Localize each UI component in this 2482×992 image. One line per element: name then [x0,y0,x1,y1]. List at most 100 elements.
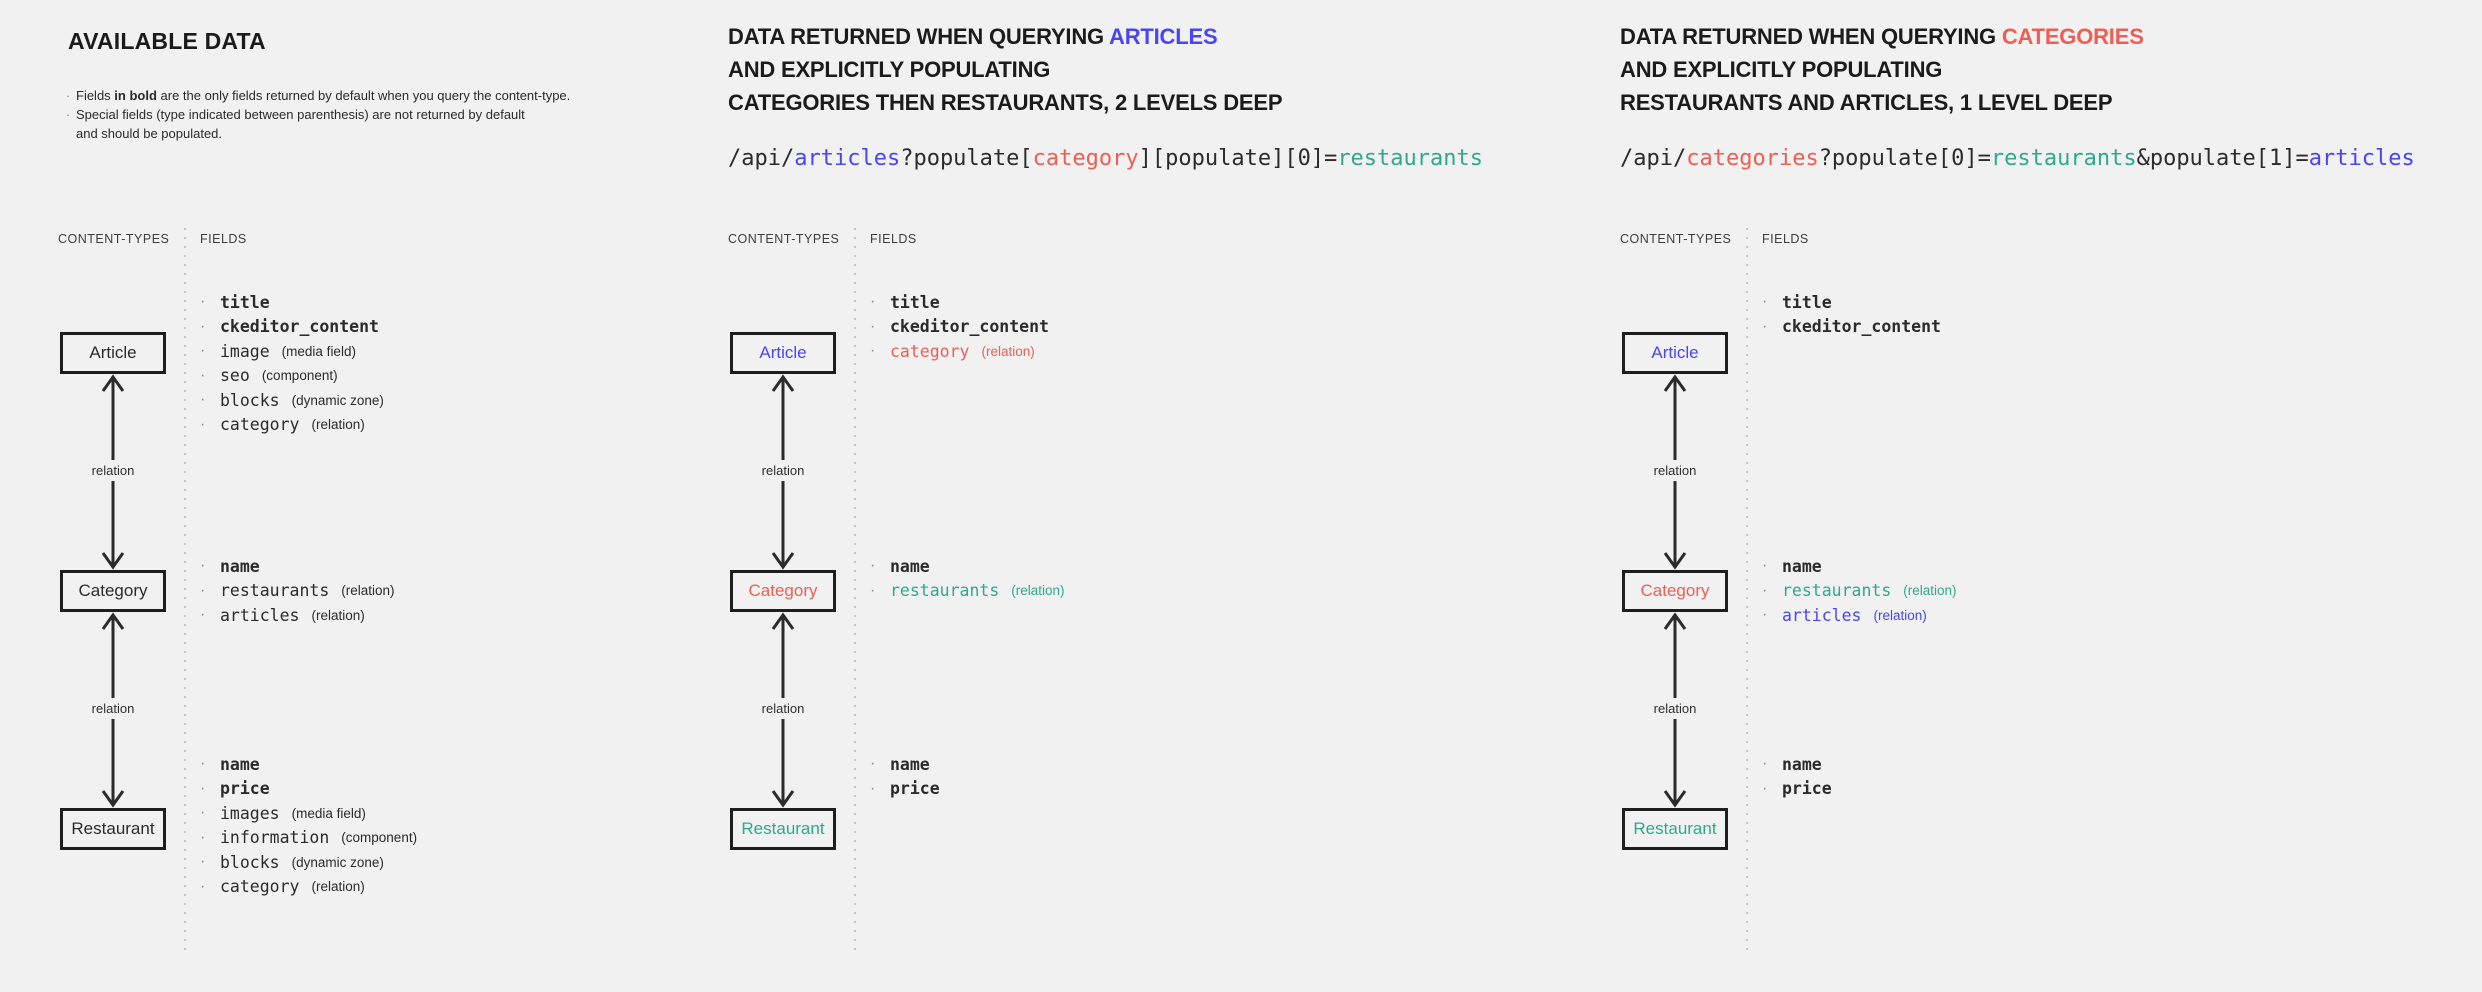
field-name: seo [220,366,250,386]
bullet-icon: · [1762,293,1768,311]
field-item: · seo (component) [200,364,384,389]
relation-label: relation [86,460,140,481]
bullet-icon: · [200,366,206,384]
field-item: ·ckeditor_content [200,315,384,340]
box-label: Restaurant [71,819,155,838]
content-types-diagram: CONTENT-TYPES FIELDS Article relation Ca… [1620,228,2480,958]
field-type: (media field) [291,805,366,821]
category-fields-list: ·name ·restaurants(relation) ·articles(r… [1762,554,1957,628]
restaurant-fields-list: ·name ·price [1762,752,1832,801]
bullet-icon: · [200,293,206,311]
bullet-icon: · [870,755,876,773]
bullet-icon: · [200,853,206,871]
content-types-diagram: CONTENT-TYPES FIELDS Article relation Ca… [728,228,1620,958]
api-segment: ?populate[0]= [1818,146,1991,171]
category-fields-list: · name · restaurants (relation) [870,554,1065,603]
column-divider [854,228,856,955]
bullet-icon: · [65,88,71,103]
fields-column-header: FIELDS [200,232,247,246]
bullet-icon: · [200,557,206,575]
bullet-icon: · [200,342,206,360]
api-segment: ][populate][0]= [1138,146,1338,171]
api-query: /api/articles?populate[category][populat… [728,146,1483,171]
bullet-icon: · [870,293,876,311]
relation-label: relation [1648,460,1702,481]
box-label: Category [748,581,818,600]
field-type: (relation) [1011,583,1065,599]
content-type-box-category: Category [730,570,836,612]
bullet-icon: · [1762,581,1768,599]
bullet-icon: · [200,804,206,822]
field-name: information [220,828,330,848]
field-name: name [1782,754,1822,774]
field-name: name [890,556,930,576]
fields-column-header: FIELDS [1762,232,1809,246]
field-type: (relation) [311,607,365,623]
field-name: ckeditor_content [220,317,379,337]
field-name: articles [1782,605,1862,625]
content-types-column-header: CONTENT-TYPES [728,232,840,246]
api-segment: restaurants [1337,146,1484,171]
api-segment: ?populate[ [900,146,1033,171]
bullet-icon: · [1762,557,1768,575]
note-item: · Special fields (type indicated between… [60,105,700,143]
article-fields-list: ·title ·ckeditor_content ·image(media fi… [200,290,384,437]
box-label: Restaurant [741,819,825,838]
field-type: (component) [341,830,418,846]
field-item: ·images(media field) [200,801,417,826]
column-divider [184,228,186,955]
bullet-icon: · [1762,317,1768,335]
field-name: name [220,556,260,576]
relation-label: relation [756,698,810,719]
bullet-icon: · [870,557,876,575]
field-name: restaurants [890,581,1000,601]
field-item: ·information(component) [200,826,417,851]
api-segment: /api/ [1620,146,1687,171]
content-type-box-article: Article [1622,332,1728,374]
panel-title: DATA RETURNED WHEN QUERYING CATEGORIES A… [1620,20,2144,119]
title-line: CATEGORIES THEN RESTAURANTS, 2 LEVELS DE… [728,90,1283,115]
title-accent: ARTICLES [1109,24,1218,49]
field-type: (media field) [281,343,356,359]
field-item: ·price [200,777,417,802]
content-types-column-header: CONTENT-TYPES [1620,232,1732,246]
field-name: blocks [220,852,280,872]
field-item: ·image(media field) [200,339,384,364]
content-type-box-category: Category [60,570,166,612]
field-item: ·price [870,777,940,802]
api-segment: &populate[1]= [2136,146,2309,171]
bullet-icon: · [200,606,206,624]
bullet-icon: · [200,779,206,797]
field-type: (component) [261,368,338,384]
field-name: ckeditor_content [890,317,1049,337]
field-item: ·price [1762,777,1832,802]
restaurant-fields-list: · name ·price [870,752,940,801]
api-segment: articles [2308,146,2415,171]
content-type-box-article: Article [730,332,836,374]
field-type: (dynamic zone) [291,854,384,870]
field-type: (dynamic zone) [291,392,384,408]
bullet-icon: · [200,877,206,895]
field-item: ·name [200,752,417,777]
relation-label: relation [1648,698,1702,719]
field-item: · ckeditor_content [870,315,1049,340]
content-type-box-category: Category [1622,570,1728,612]
bullet-icon: · [870,317,876,335]
bullet-icon: · [200,581,206,599]
box-label: Restaurant [1633,819,1717,838]
field-name: name [220,754,260,774]
page-title: AVAILABLE DATA [68,28,266,54]
field-item: · blocks (dynamic zone) [200,850,417,875]
field-item: ·category(relation) [870,339,1049,364]
bullet-icon: · [870,342,876,360]
field-name: name [890,754,930,774]
bullet-icon: · [65,107,71,122]
field-item: ·articles(relation) [200,603,395,628]
note-item: · Fields in bold are the only fields ret… [60,86,700,105]
bullet-icon: · [870,581,876,599]
box-label: Category [78,581,148,600]
field-name: title [890,292,940,312]
field-type: (relation) [341,583,395,599]
field-item: ·restaurants(relation) [1762,579,1957,604]
field-name: category [220,415,300,435]
